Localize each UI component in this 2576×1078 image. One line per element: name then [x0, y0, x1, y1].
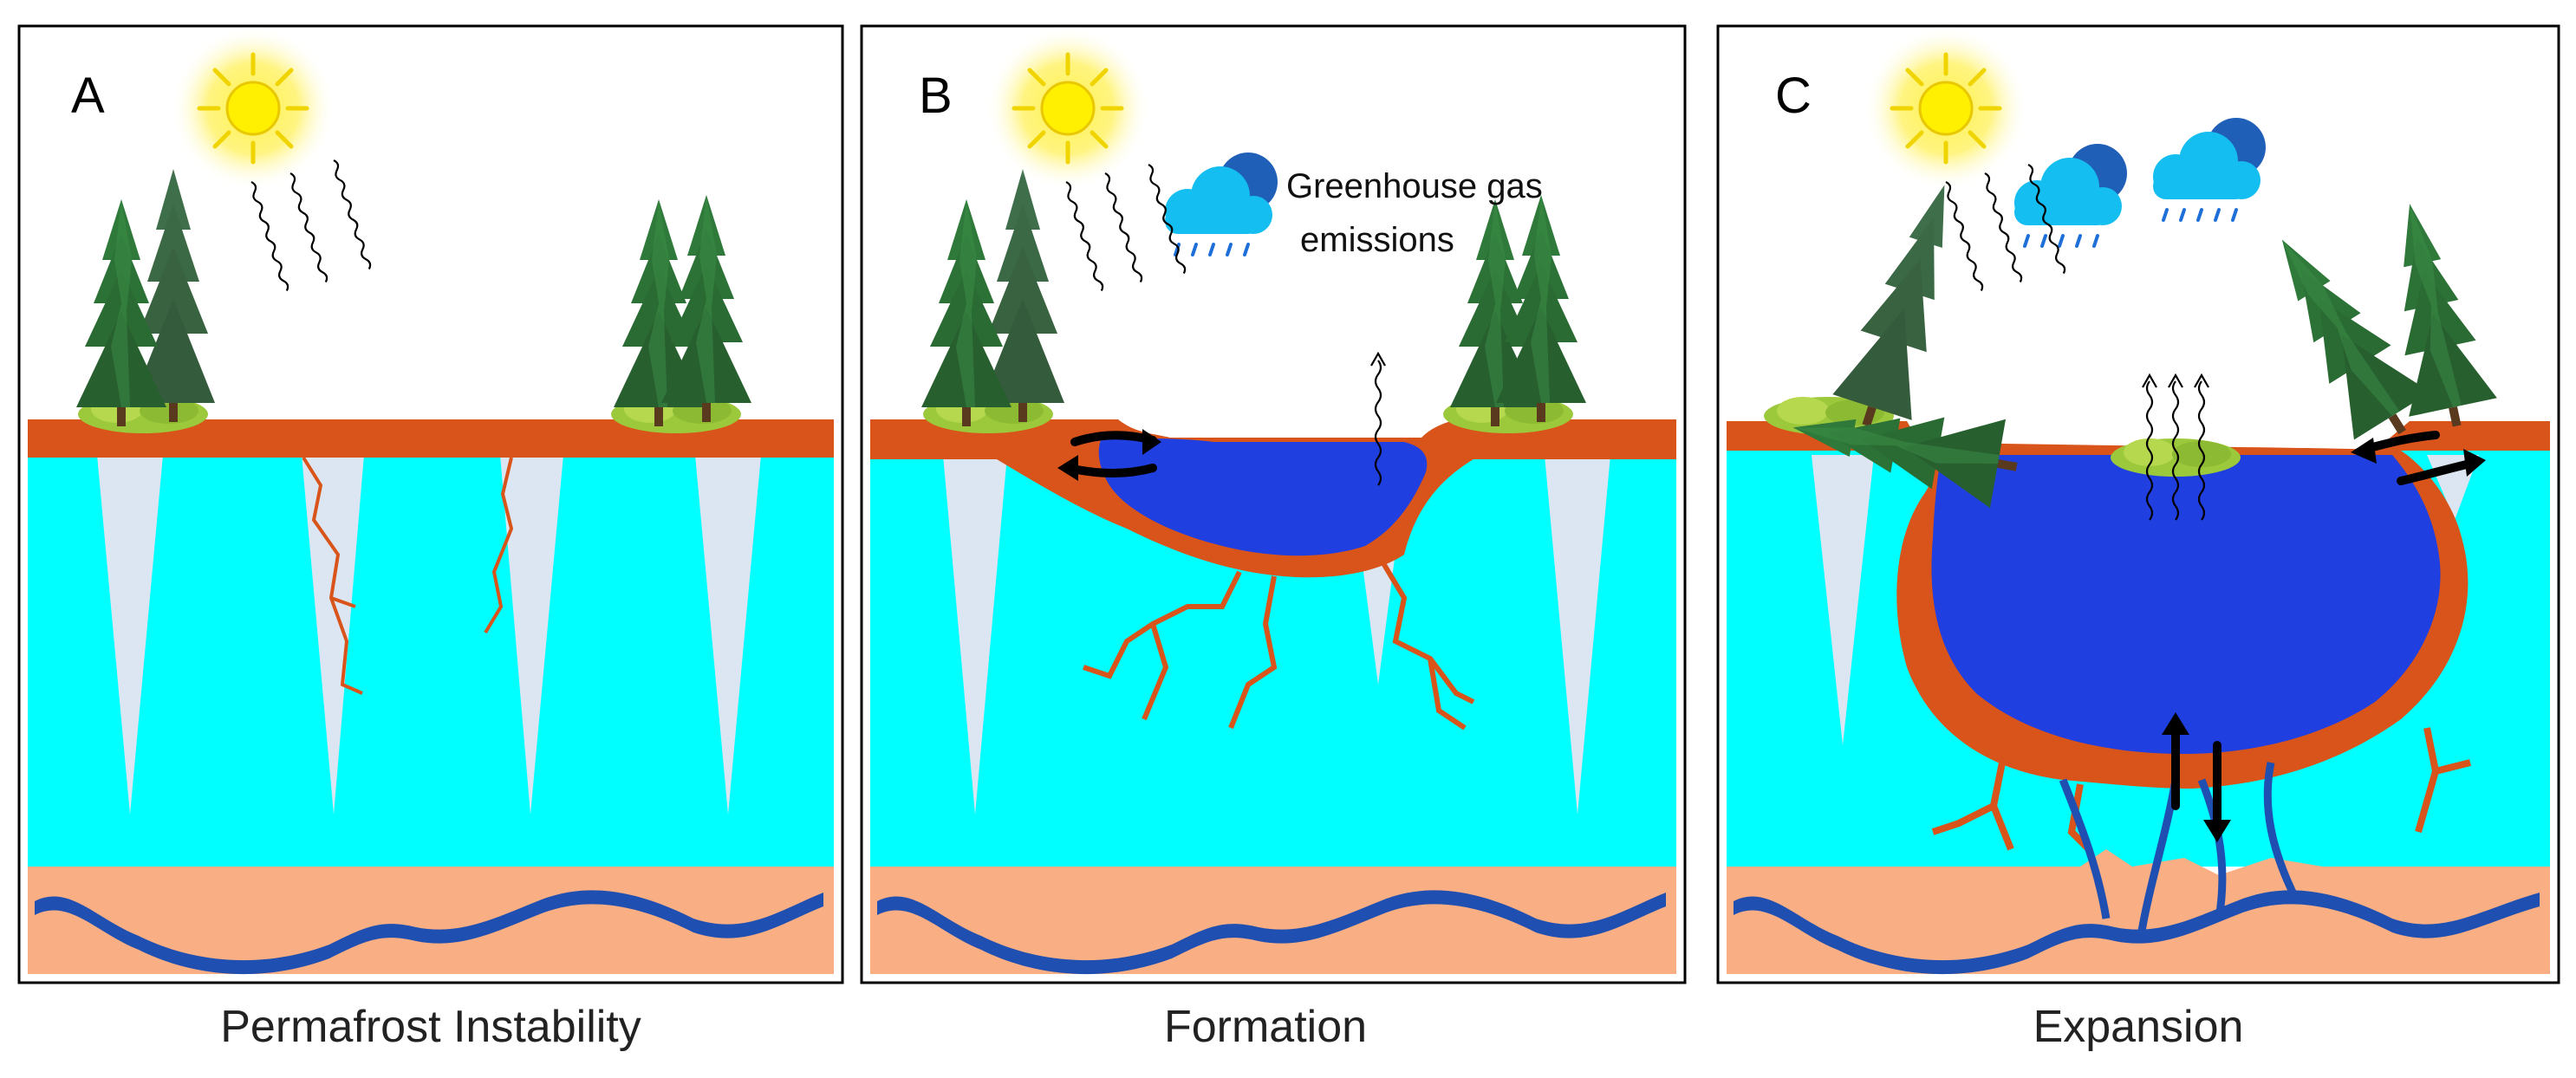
panel-a-sun-icon: [171, 26, 335, 191]
panel-b-letter: B: [919, 68, 953, 124]
panel-b-sun-icon: [986, 26, 1150, 191]
panel-b-groundwater: [877, 890, 1666, 975]
panel-a-groundwater: [35, 890, 823, 975]
panel-b-lake: [1098, 438, 1428, 556]
panel-a-bedrock: [28, 867, 834, 974]
panel-b-caption: Formation: [1164, 1002, 1367, 1052]
panel-b-gas-emission-arrow-icon: [1374, 360, 1382, 486]
panel-b-cracks: [1083, 553, 1475, 731]
panel-c-letter: C: [1775, 68, 1812, 124]
panel-b-annotation-line-2: emissions: [1300, 221, 1454, 259]
panel-b-annotation-line-1: Greenhouse gas: [1286, 167, 1543, 205]
panel-b-bedrock: [870, 867, 1676, 974]
panel-c-cracks: [1931, 727, 2471, 852]
panel-a-permafrost: [28, 451, 834, 867]
panel-a-cracks: [302, 456, 514, 695]
panel-a-ice-wedges: [97, 455, 761, 815]
panel-c-groundwater: [1734, 890, 2540, 975]
panel-c-gas-emission-arrow-icon: [2142, 373, 2209, 521]
panel-a: A Permafrost Instability: [17, 26, 844, 1052]
panel-c-lake: [1931, 455, 2441, 754]
panel-c: C Expansion: [1716, 26, 2560, 1052]
panel-b: B Greenhouse gas emissions Formation: [860, 26, 1687, 1052]
panel-c-caption: Expansion: [2033, 1002, 2244, 1052]
panel-a-caption: Permafrost Instability: [220, 1002, 641, 1052]
panel-a-letter: A: [71, 68, 105, 124]
panel-c-sun-icon: [1864, 26, 2028, 191]
panel-c-bedrock: [1727, 849, 2550, 974]
